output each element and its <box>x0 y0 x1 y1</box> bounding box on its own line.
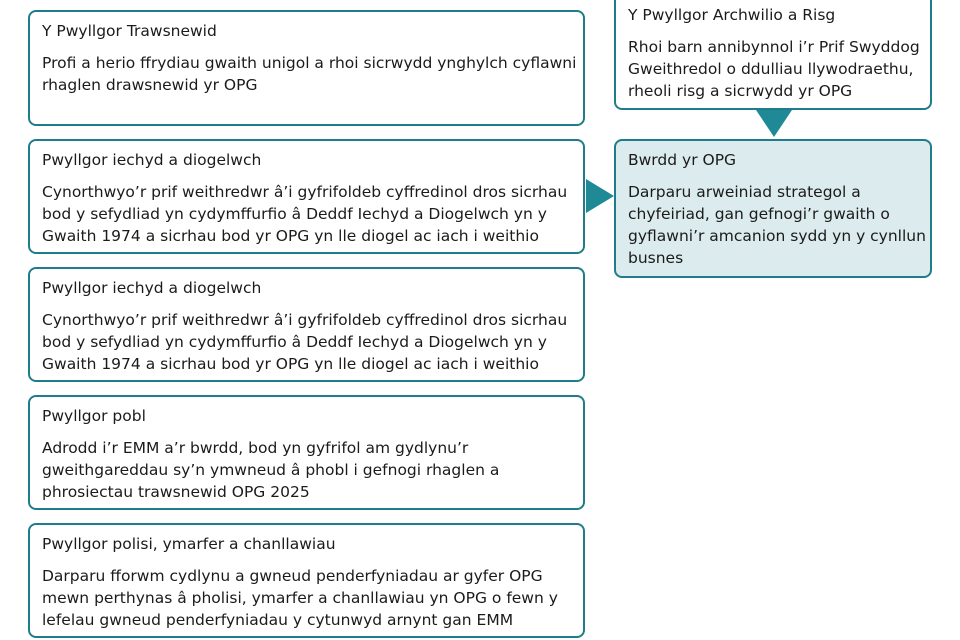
description-line: bod y sefydliad yn cydymffurfio â Deddf … <box>42 205 547 223</box>
transformation-committee-box: Y Pwyllgor Trawsnewid Profi a herio ffry… <box>28 10 585 126</box>
people-committee-box: Pwyllgor pobl Adrodd i’r EMM a’r bwrdd, … <box>28 395 585 510</box>
description-line: Gwaith 1974 a sicrhau bod yr OPG yn lle … <box>42 227 539 245</box>
description-line: Gweithredol o ddulliau llywodraethu, <box>628 60 914 78</box>
description-line: Adrodd i’r EMM a’r bwrdd, bod yn gyfrifo… <box>42 439 469 457</box>
description-line: gyflawni’r amcanion sydd yn y cynllun <box>628 227 926 245</box>
description-line: mewn perthynas â pholisi, ymarfer a chan… <box>42 589 558 607</box>
description-line: Rhoi barn annibynnol i’r Prif Swyddog <box>628 38 920 56</box>
description-line: Gwaith 1974 a sicrhau bod yr OPG yn lle … <box>42 355 539 373</box>
box-description: Cynorthwyo’r prif weithredwr â’i gyfrifo… <box>42 309 571 375</box>
box-title: Pwyllgor pobl <box>42 407 146 425</box>
description-line: busnes <box>628 249 684 267</box>
description-line: Cynorthwyo’r prif weithredwr â’i gyfrifo… <box>42 183 568 201</box>
opg-board-box: Bwrdd yr OPG Darparu arweiniad strategol… <box>614 139 932 278</box>
health-safety-committee-box: Pwyllgor iechyd a diogelwch Cynorthwyo’r… <box>28 139 585 254</box>
description-line: Cynorthwyo’r prif weithredwr â’i gyfrifo… <box>42 311 568 329</box>
description-line: gweithgareddau sy’n ymwneud â phobl i ge… <box>42 461 500 479</box>
description-line: phrosiectau trawsnewid OPG 2025 <box>42 483 310 501</box>
box-description: Darparu arweiniad strategol a chyfeiriad… <box>628 181 926 269</box>
down-arrow-icon <box>756 110 792 137</box>
box-title: Bwrdd yr OPG <box>628 151 737 169</box>
box-title: Pwyllgor iechyd a diogelwch <box>42 151 262 169</box>
audit-risk-committee-box: Y Pwyllgor Archwilio a Risg Rhoi barn an… <box>614 0 932 110</box>
policy-practice-guidance-committee-box: Pwyllgor polisi, ymarfer a chanllawiau D… <box>28 523 585 638</box>
box-description: Profi a herio ffrydiau gwaith unigol a r… <box>42 52 577 96</box>
description-line: Darparu arweiniad strategol a <box>628 183 861 201</box>
health-safety-committee-box-duplicate: Pwyllgor iechyd a diogelwch Cynorthwyo’r… <box>28 267 585 382</box>
description-line: bod y sefydliad yn cydymffurfio â Deddf … <box>42 333 547 351</box>
box-description: Adrodd i’r EMM a’r bwrdd, bod yn gyfrifo… <box>42 437 571 503</box>
description-line: chyfeiriad, gan gefnogi’r gwaith o <box>628 205 890 223</box>
description-line: Profi a herio ffrydiau gwaith unigol a r… <box>42 54 577 72</box>
box-description: Rhoi barn annibynnol i’r Prif Swyddog Gw… <box>628 36 920 102</box>
box-title: Pwyllgor polisi, ymarfer a chanllawiau <box>42 535 336 553</box>
description-line: lefelau gwneud penderfyniadau y cytunwyd… <box>42 611 514 629</box>
box-description: Darparu fforwm cydlynu a gwneud penderfy… <box>42 565 571 631</box>
description-line: rheoli risg a sicrwydd yr OPG <box>628 82 853 100</box>
box-description: Cynorthwyo’r prif weithredwr â’i gyfrifo… <box>42 181 571 247</box>
description-line: Darparu fforwm cydlynu a gwneud penderfy… <box>42 567 543 585</box>
box-title: Y Pwyllgor Trawsnewid <box>42 22 217 40</box>
box-title: Pwyllgor iechyd a diogelwch <box>42 279 262 297</box>
box-title: Y Pwyllgor Archwilio a Risg <box>628 6 836 24</box>
right-arrow-icon <box>586 179 614 213</box>
description-line: rhaglen drawsnewid yr OPG <box>42 76 258 94</box>
